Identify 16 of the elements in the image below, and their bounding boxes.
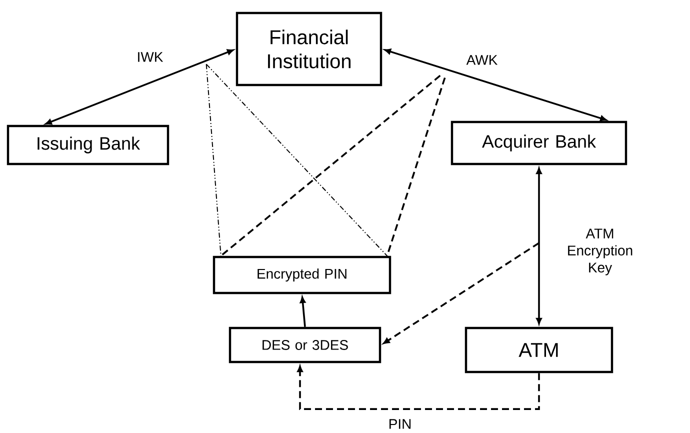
process-box: Financial Institution — [236, 12, 382, 86]
arrow — [384, 48, 606, 122]
edge-label: IWK — [136, 51, 164, 63]
edge-label: AWK — [465, 54, 499, 66]
arrow — [300, 296, 306, 327]
arrow — [383, 242, 540, 344]
process-box: DES or 3DES — [228, 326, 382, 364]
arrow — [297, 366, 540, 410]
process-box: Issuing Bank — [6, 124, 170, 166]
arrow — [45, 49, 234, 125]
edge-label: PIN — [387, 418, 413, 430]
process-box: ATM — [464, 326, 614, 374]
process-box: Encrypted PIN — [212, 256, 392, 294]
arrow — [536, 168, 542, 324]
process-box: Acquirer Bank — [450, 120, 628, 166]
edge-label: ATM Encryption Key — [564, 228, 636, 276]
